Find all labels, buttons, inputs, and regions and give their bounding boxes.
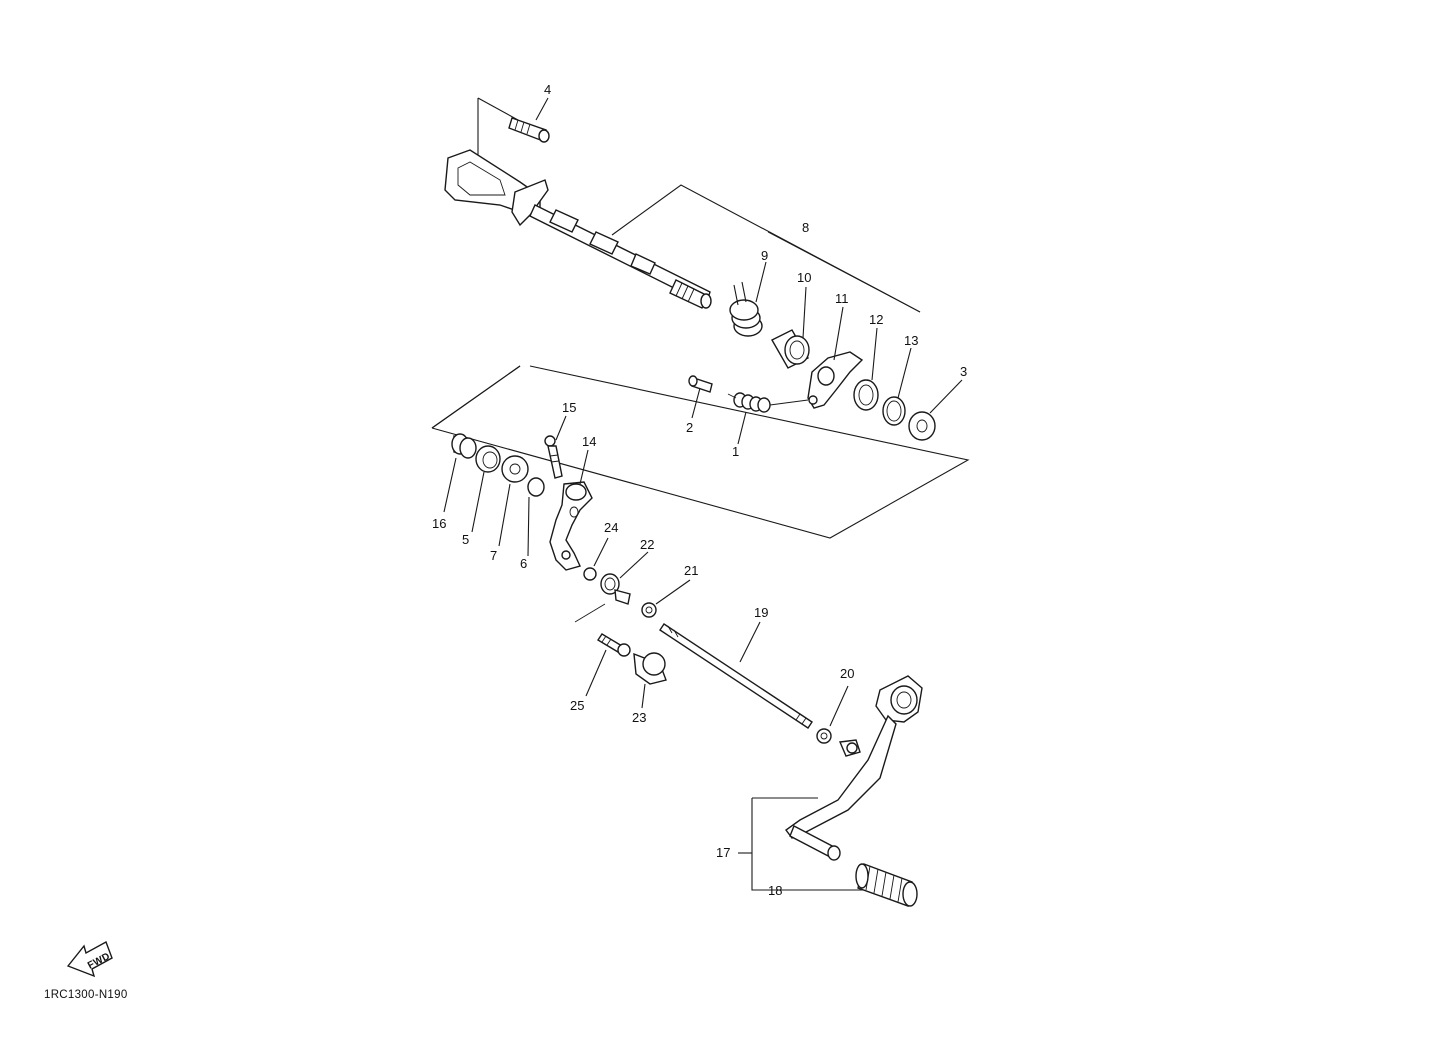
part-19-shift-rod xyxy=(659,621,813,729)
callout-11: 11 xyxy=(835,291,849,306)
callout-17: 17 xyxy=(716,845,730,860)
callout-13: 13 xyxy=(904,333,918,348)
shift-pedal xyxy=(785,675,923,861)
group-bracket-8 xyxy=(767,231,921,313)
callout-14: 14 xyxy=(582,434,596,449)
callout-22: 22 xyxy=(640,537,654,552)
callout-23: 23 xyxy=(632,710,646,725)
callout-15: 15 xyxy=(562,400,576,415)
part-24-washer xyxy=(583,537,609,581)
part-22-rod-end xyxy=(600,551,649,605)
part-10-collar xyxy=(771,286,810,369)
callout-16: 16 xyxy=(432,516,446,531)
group-bracket-23-25 xyxy=(574,603,606,623)
part-6-circlip xyxy=(527,477,545,557)
part-5-oil-seal xyxy=(471,445,501,533)
part-11-lever xyxy=(807,306,864,409)
part-20-nut xyxy=(816,685,849,744)
callout-6: 6 xyxy=(520,556,527,571)
callout-7: 7 xyxy=(490,548,497,563)
part-12-washer xyxy=(853,327,879,411)
part-15-bolt xyxy=(544,415,567,479)
callout-labels: 4 8 9 10 11 12 13 3 2 1 15 14 16 5 7 6 2… xyxy=(432,82,967,898)
callout-24: 24 xyxy=(604,520,618,535)
callout-21: 21 xyxy=(684,563,698,578)
part-3-washer xyxy=(908,379,963,441)
part-21-nut xyxy=(641,579,691,618)
part-4-bolt xyxy=(508,97,550,143)
callout-1: 1 xyxy=(732,444,739,459)
callout-3: 3 xyxy=(960,364,967,379)
callout-25: 25 xyxy=(570,698,584,713)
part-14-shift-arm xyxy=(549,449,593,571)
part-1-spring xyxy=(727,392,809,445)
part-16-bearing xyxy=(443,433,477,513)
part-2-bolt xyxy=(688,375,713,419)
part-7-washer xyxy=(498,455,529,547)
callout-2: 2 xyxy=(686,420,693,435)
callout-10: 10 xyxy=(797,270,811,285)
shift-shaft xyxy=(444,149,712,309)
part-13-circlip xyxy=(882,347,912,426)
callout-9: 9 xyxy=(761,248,768,263)
callout-19: 19 xyxy=(754,605,768,620)
callout-18: 18 xyxy=(768,883,782,898)
callout-8: 8 xyxy=(802,220,809,235)
part-18-rubber xyxy=(855,863,918,907)
part-9-spring xyxy=(729,261,767,337)
part-23-cover xyxy=(633,652,667,709)
part-25-bolt xyxy=(585,633,631,697)
group-bracket-17-18 xyxy=(751,797,868,891)
fwd-arrow-icon: FWD xyxy=(66,940,113,978)
callout-12: 12 xyxy=(869,312,883,327)
callout-20: 20 xyxy=(840,666,854,681)
callout-5: 5 xyxy=(462,532,469,547)
callout-4: 4 xyxy=(544,82,551,97)
diagram-code: 1RC1300-N190 xyxy=(44,989,128,1001)
